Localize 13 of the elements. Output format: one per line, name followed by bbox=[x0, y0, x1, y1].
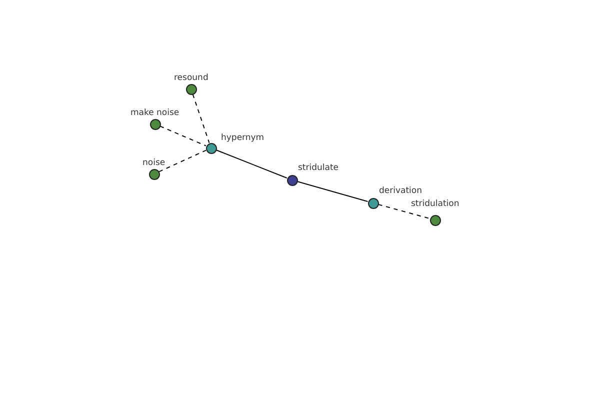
dashed-connector bbox=[158, 150, 206, 172]
node-label: make noise bbox=[130, 108, 180, 118]
connector bbox=[296, 181, 368, 202]
node-label: stridulate bbox=[298, 163, 339, 173]
dashed-connector bbox=[160, 126, 206, 146]
node-label: hypernym bbox=[221, 133, 264, 143]
connector bbox=[216, 150, 288, 178]
node-label: resound bbox=[174, 73, 208, 83]
node-label: derivation bbox=[379, 186, 422, 196]
dashed-connector bbox=[378, 204, 430, 220]
node-label: noise bbox=[142, 158, 166, 168]
node-label: stridulation bbox=[411, 199, 460, 209]
dashed-connector bbox=[192, 94, 210, 144]
